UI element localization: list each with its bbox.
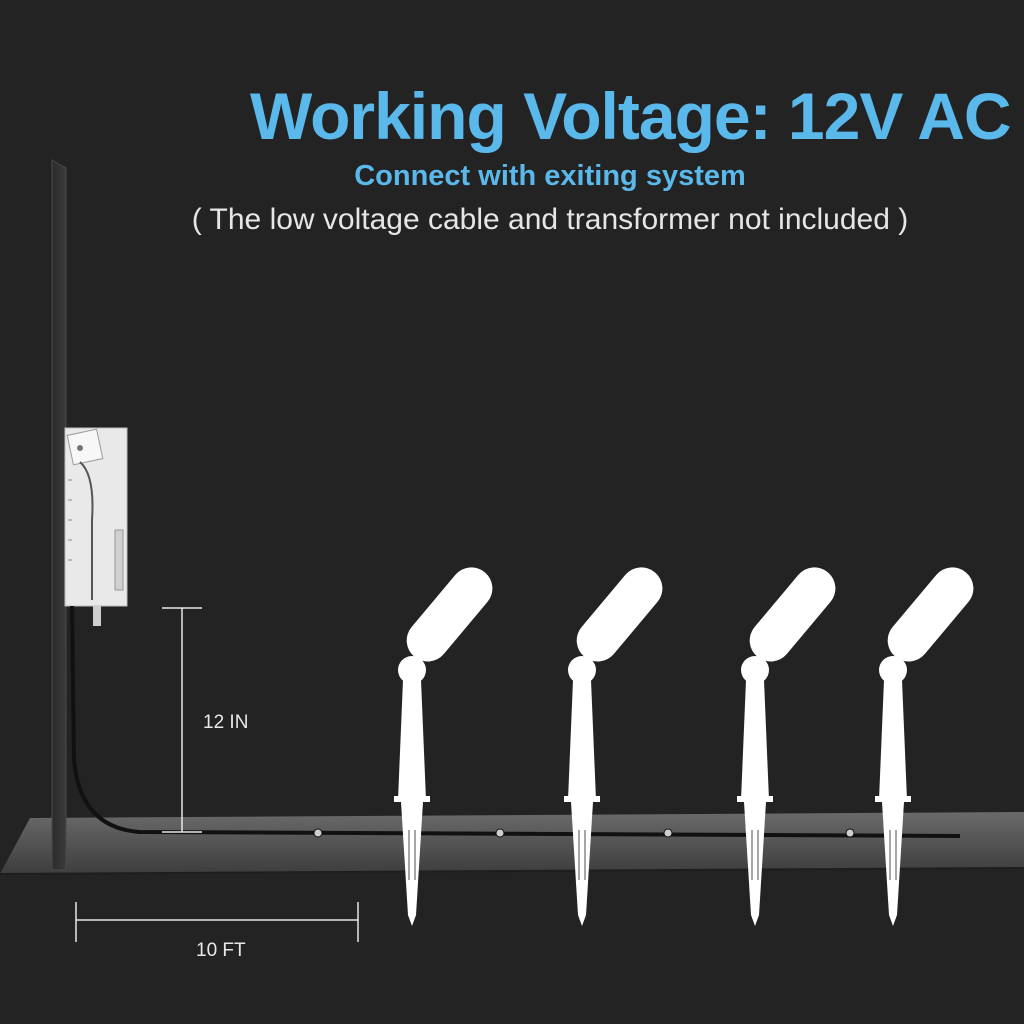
spotlight-1 [394,567,493,926]
cable-connector-2 [495,828,505,838]
height-dimension-line [162,607,202,833]
ground-surface [0,812,1024,874]
cable-connector-1 [313,828,323,838]
distance-dimension-label: 10 FT [196,940,246,961]
disclaimer-note: ( The low voltage cable and transformer … [191,203,909,236]
ground-edge [0,867,1024,875]
cable-connector-3 [663,828,673,838]
transformer-box [64,427,128,626]
spotlight-2 [564,567,663,926]
spotlight-4 [875,567,974,926]
height-dimension-label: 12 IN [203,712,249,733]
spotlight-3 [737,567,836,926]
spotlights-group [313,567,974,926]
distance-dimension-line [75,902,359,942]
cable-connector-4 [845,828,855,838]
subtitle: Connect with exiting system [354,160,746,192]
low-voltage-cable [70,605,961,838]
page-title: Working Voltage: 12V AC [250,79,1012,153]
wall [51,159,67,871]
